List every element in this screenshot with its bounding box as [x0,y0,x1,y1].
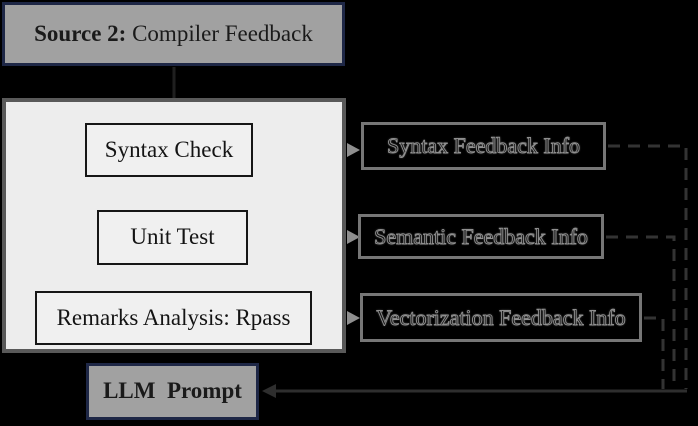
remarks-analysis-label: Remarks Analysis: Rpass [56,304,291,330]
syntax-feedback-info-box: Syntax Feedback Info [361,122,606,170]
unit-test-box: Unit Test [97,210,248,265]
source2-label-bold: Source 2: [34,20,127,46]
vectorization-return-line [644,316,665,389]
semantic-feedback-info-label: Semantic Feedback Info [374,223,589,249]
vectorization-feedback-info-box: Vectorization Feedback Info [360,293,642,342]
syntax-check-box: Syntax Check [85,123,253,177]
syntax-feedback-info-label: Syntax Feedback Info [386,133,581,159]
syntax-return-line [608,144,688,389]
unit-test-label: Unit Test [130,224,215,250]
source2-label-rest: Compiler Feedback [126,20,313,46]
llm-prompt-box: LLM Prompt [86,363,259,420]
semantic-feedback-info-box: Semantic Feedback Info [358,214,604,259]
syntax-check-label: Syntax Check [104,136,234,162]
llm-prompt-label: LLM Prompt [103,378,242,404]
vectorization-feedback-info-label: Vectorization Feedback Info [376,304,626,330]
source2-label: Source 2: Compiler Feedback [34,20,313,46]
remarks-analysis-box: Remarks Analysis: Rpass [35,291,312,345]
return-lines [606,144,688,389]
source2-box: Source 2: Compiler Feedback [2,2,345,66]
left-arrow-icon [262,384,687,398]
